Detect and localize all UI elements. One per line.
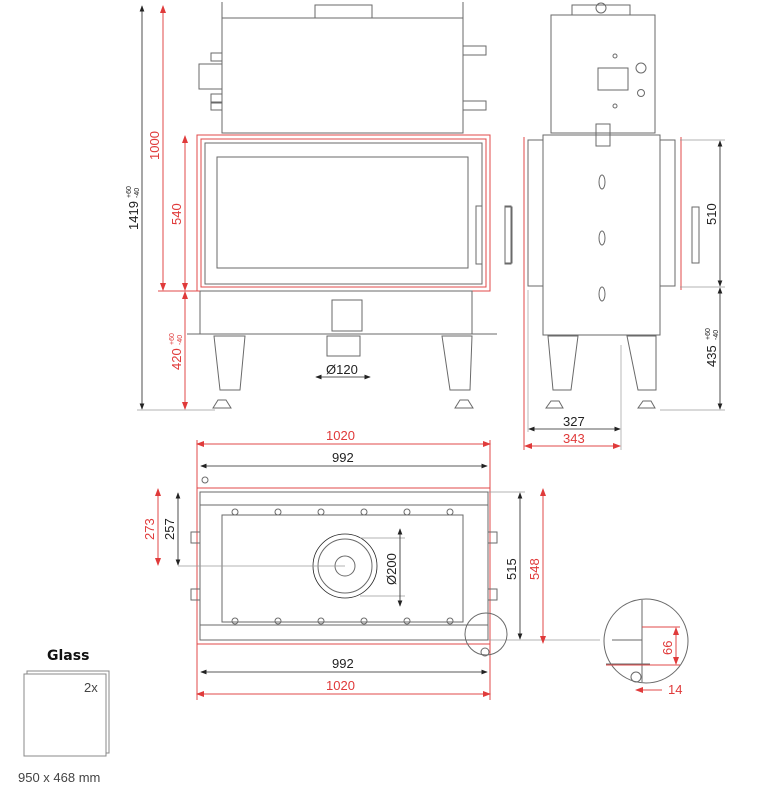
leg-right (441, 335, 473, 391)
svg-text:+60: +60 (705, 328, 712, 340)
detail-callout-circle (464, 612, 508, 656)
door-handle (475, 205, 483, 265)
top-flue-collar (314, 4, 373, 19)
dim-side-door: 510 (704, 203, 719, 225)
dim-top-depth-outer: 548 (527, 558, 542, 580)
dim-offset-outer: 273 (142, 518, 157, 540)
dim-side-base: 435 (704, 345, 719, 367)
top-view: 1020 992 Ø200 273 257 515 548 992 (142, 428, 600, 700)
svg-text:+60: +60 (126, 186, 133, 198)
door-glass (216, 156, 469, 269)
air-inlet-box (331, 299, 363, 332)
side-handle-right (691, 206, 700, 264)
dim-flue-front: Ø120 (326, 362, 358, 377)
dim-top-flue: Ø200 (384, 553, 399, 585)
side-body (542, 134, 661, 336)
svg-text:-40: -40 (713, 330, 720, 340)
detail-view: 66 14 (603, 598, 689, 697)
glass-size: 950 x 468 mm (18, 770, 100, 785)
dim-side-depth-inner: 327 (563, 414, 585, 429)
dim-detail-height: 66 (660, 641, 675, 655)
dim-total-height: 1419 (126, 201, 141, 230)
dim-side-depth-outer: 343 (563, 431, 585, 446)
door (204, 142, 483, 285)
dim-top-width-outer: 1020 (326, 428, 355, 443)
dim-top: 1000 (147, 131, 162, 160)
dim-detail-width: 14 (668, 682, 682, 697)
glass-title: Glass (47, 648, 89, 664)
dim-top-width-inner: 992 (332, 450, 354, 465)
svg-text:+60: +60 (169, 333, 176, 345)
leg-left (213, 335, 246, 391)
glass-panel (23, 673, 107, 757)
side-convection-chamber (550, 14, 656, 134)
dim-offset-inner: 257 (162, 518, 177, 540)
front-view: 1419 +60 -40 1000 540 420 +60 -40 Ø120 (126, 2, 512, 411)
side-view: 510 435 +60 -40 327 343 (504, 2, 725, 450)
detail-circle (603, 598, 689, 684)
base-body (199, 290, 473, 335)
svg-text:-40: -40 (134, 188, 141, 198)
glass-info: Glass 2x 950 x 468 mm (18, 648, 110, 785)
dim-base: 420 (169, 348, 184, 370)
firebox (221, 514, 464, 623)
side-handle-left (504, 206, 513, 264)
glass-count: 2x (84, 680, 98, 695)
svg-text:-40: -40 (177, 335, 184, 345)
air-inlet-pipe (326, 335, 361, 357)
convection-chamber (221, 17, 464, 134)
dim-top-depth-inner: 515 (504, 558, 519, 580)
dim-bottom-width-outer: 1020 (326, 678, 355, 693)
dim-door: 540 (169, 203, 184, 225)
dim-bottom-width-inner: 992 (332, 656, 354, 671)
